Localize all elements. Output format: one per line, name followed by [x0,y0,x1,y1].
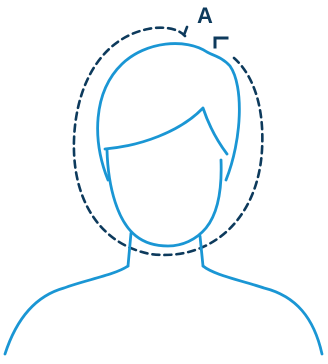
figure-label: A [197,3,213,28]
shoulder-right [203,266,322,354]
neck-right [200,236,203,266]
hair-outline [98,44,240,180]
head-silhouette [5,44,322,354]
face-outline [107,150,221,246]
neck-left [128,233,131,266]
hair-fringe [105,108,227,154]
shoulder-left [5,266,128,354]
guide-tick-mark [184,27,187,35]
dashed-oval-guide [74,28,262,255]
oval-guide-path [74,28,262,255]
corner-bracket-mark [215,38,227,47]
